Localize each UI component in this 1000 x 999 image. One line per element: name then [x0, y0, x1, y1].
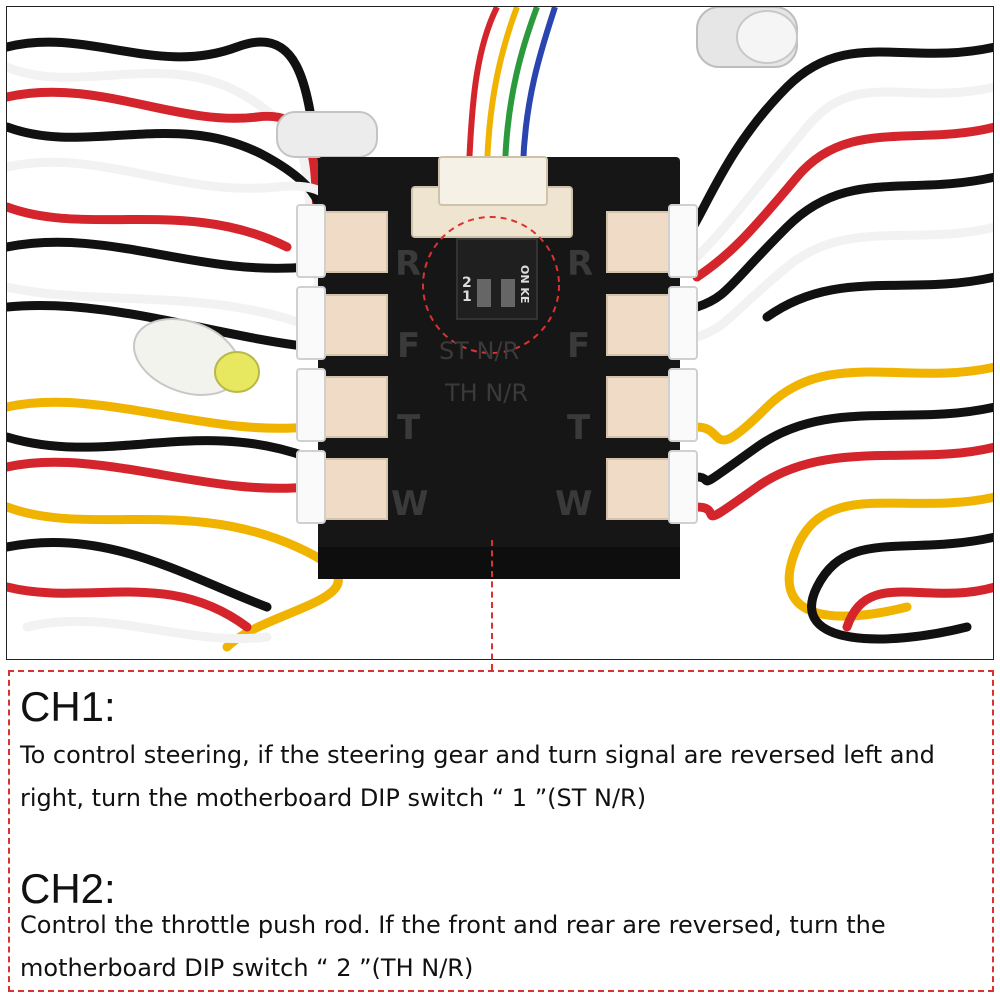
led-bulb-left — [132, 318, 260, 396]
port-label-right-w: W — [555, 484, 593, 524]
callout-connector — [491, 540, 493, 670]
dip-number-2: 2 — [462, 275, 472, 291]
port-label-right-r: R — [567, 244, 593, 284]
port-label-right-f: F — [567, 326, 590, 366]
ch1-description: To control steering, if the steering gea… — [20, 741, 935, 812]
port-label-left-f: F — [397, 326, 420, 366]
channel-info-box: CH1: To control steering, if the steerin… — [8, 670, 994, 992]
switch1-label: ST N/R — [439, 337, 519, 365]
port-label-left-t: T — [397, 408, 421, 448]
led-bulb-upper-left — [276, 111, 378, 158]
port-label-left-w: W — [391, 484, 429, 524]
ch2-heading: CH2: — [20, 865, 116, 912]
dip-on-label: ON KE — [518, 265, 531, 303]
controller-board — [296, 156, 698, 579]
switch2-label: TH N/R — [444, 379, 528, 407]
signal-wires — [466, 7, 558, 168]
wire-bundles — [7, 37, 993, 652]
led-controller-illustration: R F T W R F T W ST N/R TH N/R 1 2 ON KE — [7, 7, 993, 652]
port-label-left-r: R — [395, 244, 421, 284]
port-label-right-t: T — [567, 408, 591, 448]
led-bulb-top-right — [696, 7, 798, 68]
dip-number-1: 1 — [462, 289, 472, 305]
ch2-description: Control the throttle push rod. If the fr… — [20, 911, 886, 982]
ch1-heading: CH1: — [20, 683, 116, 730]
product-photo: R F T W R F T W ST N/R TH N/R 1 2 ON KE — [6, 6, 994, 660]
